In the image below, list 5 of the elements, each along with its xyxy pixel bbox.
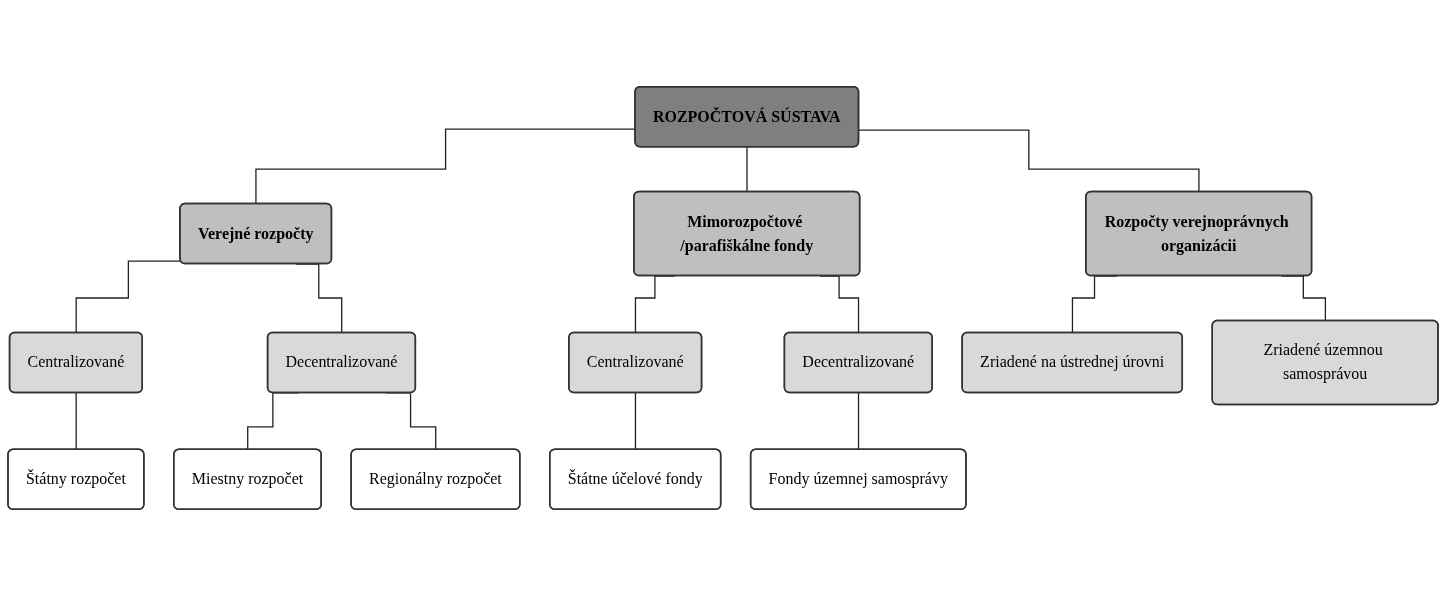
connector	[858, 129, 1200, 193]
connector	[75, 392, 78, 451]
connector	[746, 146, 748, 193]
connector	[634, 392, 637, 451]
connector	[857, 392, 860, 451]
